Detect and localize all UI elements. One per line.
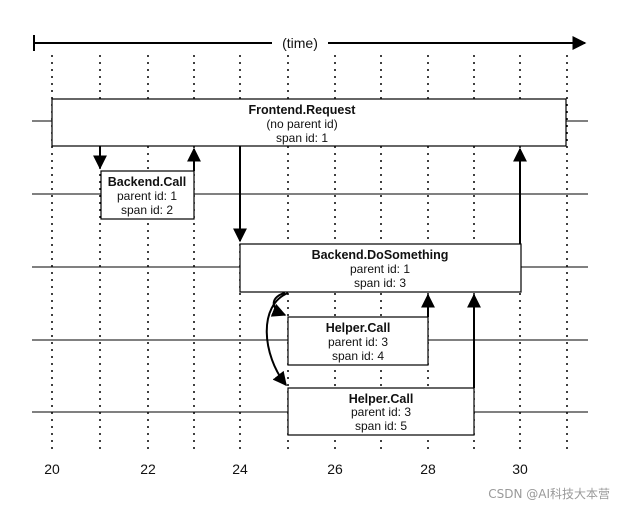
span-id: span id: 2 bbox=[121, 203, 173, 217]
span-backend-dosomething: Backend.DoSomething parent id: 1 span id… bbox=[239, 243, 522, 293]
arrow-backend-do-to-helper-5 bbox=[265, 292, 289, 387]
span-id: span id: 1 bbox=[276, 131, 328, 145]
span-backend-call: Backend.Call parent id: 1 span id: 2 bbox=[100, 170, 195, 220]
span-id: span id: 3 bbox=[354, 276, 406, 290]
span-parent-id: (no parent id) bbox=[266, 117, 337, 131]
call-arrows bbox=[93, 146, 527, 388]
x-tick-label: 28 bbox=[420, 461, 436, 477]
x-tick-label: 30 bbox=[512, 461, 528, 477]
x-tick-label: 26 bbox=[327, 461, 343, 477]
span-frontend-request: Frontend.Request (no parent id) span id:… bbox=[51, 98, 567, 147]
span-title: Helper.Call bbox=[326, 321, 391, 335]
time-axis: (time) bbox=[33, 35, 587, 51]
arrow-backend-do-to-helper-4 bbox=[270, 292, 287, 317]
span-parent-id: parent id: 3 bbox=[328, 335, 388, 349]
x-tick-labels: 20 22 24 26 28 30 bbox=[44, 461, 528, 477]
span-title: Frontend.Request bbox=[249, 103, 357, 117]
watermark-text: CSDN @AI科技大本营 bbox=[488, 487, 610, 501]
x-tick-label: 22 bbox=[140, 461, 156, 477]
x-tick-label: 24 bbox=[232, 461, 248, 477]
span-id: span id: 5 bbox=[355, 419, 407, 433]
span-parent-id: parent id: 1 bbox=[117, 189, 177, 203]
span-parent-id: parent id: 3 bbox=[351, 405, 411, 419]
span-title: Backend.DoSomething bbox=[312, 248, 449, 262]
span-id: span id: 4 bbox=[332, 349, 384, 363]
span-parent-id: parent id: 1 bbox=[350, 262, 410, 276]
x-tick-label: 20 bbox=[44, 461, 60, 477]
span-title: Helper.Call bbox=[349, 392, 414, 406]
span-title: Backend.Call bbox=[108, 175, 187, 189]
span-helper-call-5: Helper.Call parent id: 3 span id: 5 bbox=[287, 387, 475, 436]
span-helper-call-4: Helper.Call parent id: 3 span id: 4 bbox=[287, 316, 429, 366]
time-axis-label: (time) bbox=[282, 35, 318, 51]
